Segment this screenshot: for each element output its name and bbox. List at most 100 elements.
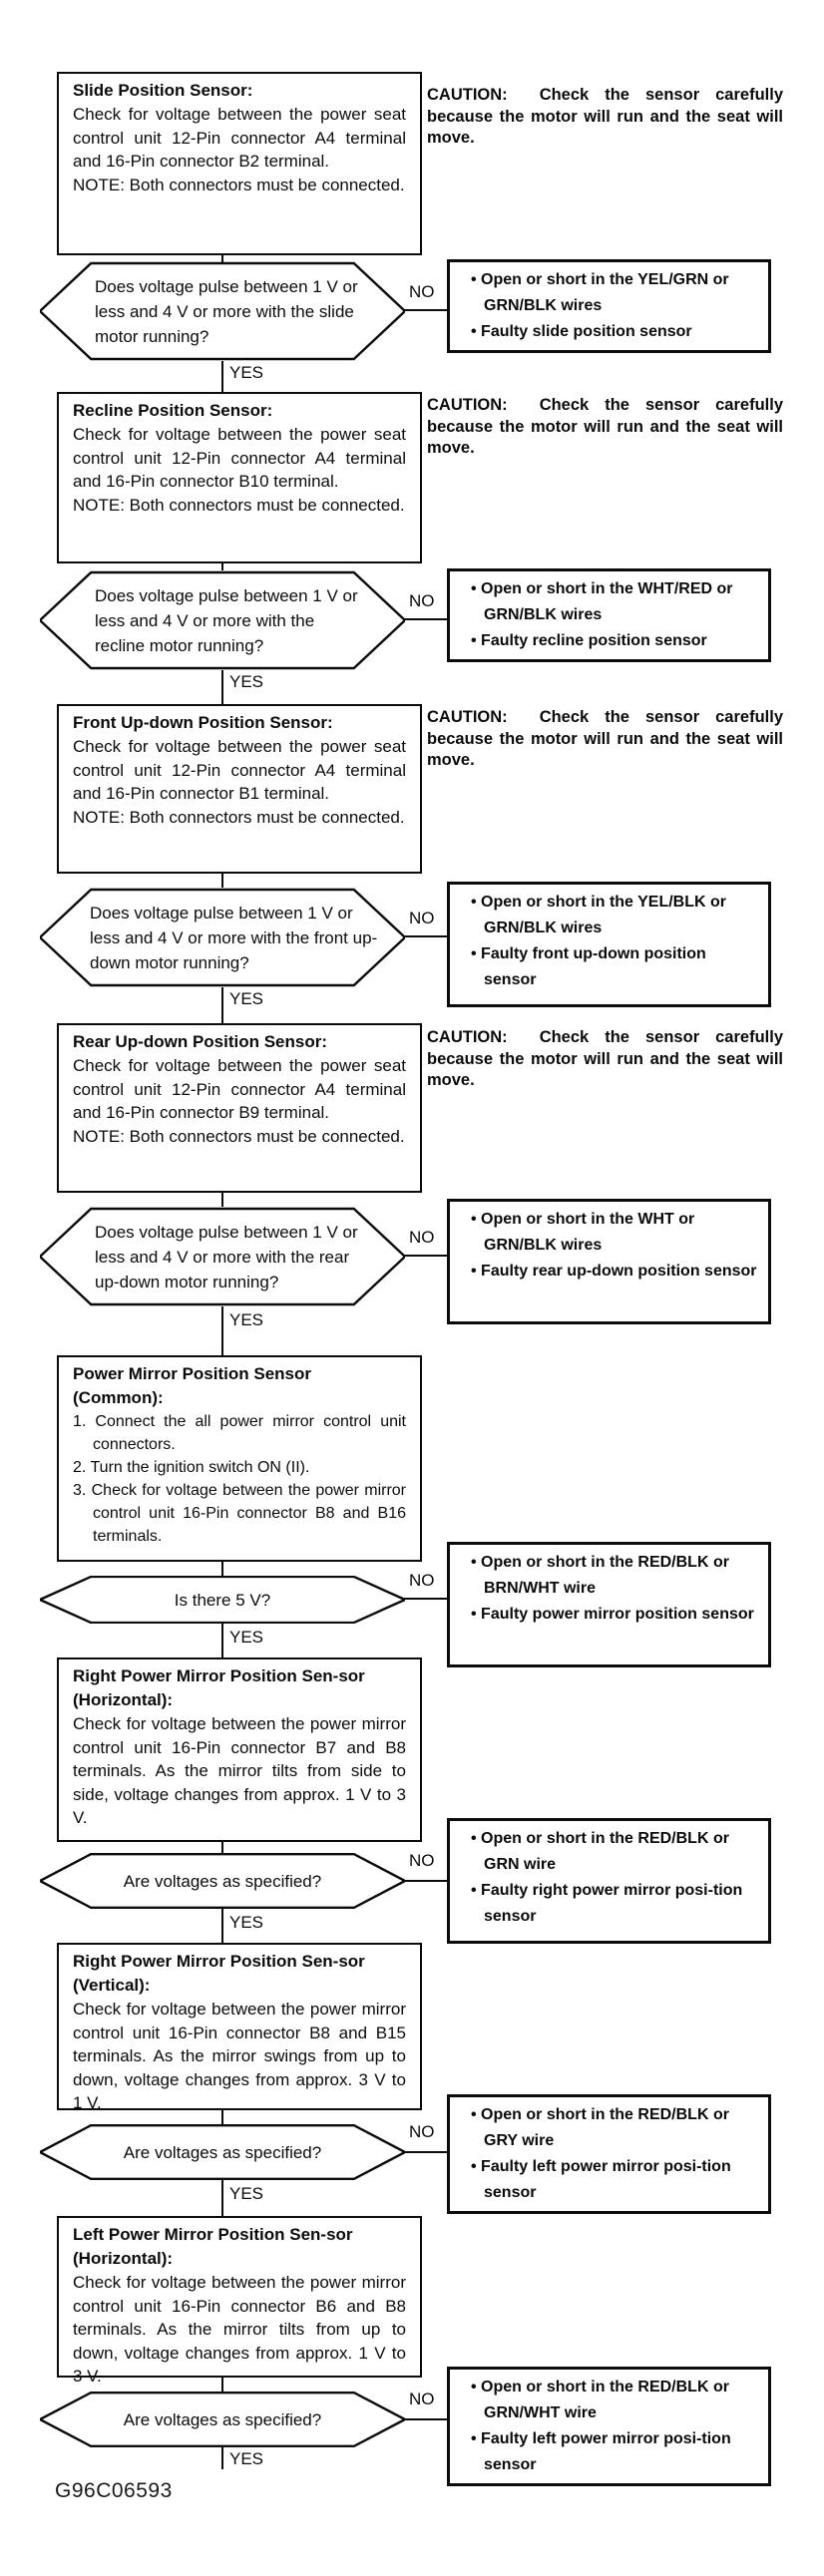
figure-id: G96C06593 <box>55 2479 173 2502</box>
hexagon-outline-icon <box>40 261 405 361</box>
yes-label: YES <box>229 2449 264 2468</box>
caution-note: CAUTION: Check the sensor carefully beca… <box>427 396 783 457</box>
process-box: Right Power Mirror Position Sen-sor (Ver… <box>57 1943 422 2112</box>
result-item: Faulty rear up-down position sensor <box>458 1259 760 1285</box>
connector-line <box>221 2378 223 2392</box>
decision-hexagon: Are voltages as specified? <box>40 2392 405 2447</box>
decision-question: Are voltages as specified? <box>123 1871 322 1891</box>
no-connector-line <box>403 2418 449 2420</box>
yes-label: YES <box>229 1628 264 1647</box>
decision-hexagon: Does voltage pulse between 1 V or less a… <box>40 570 405 670</box>
connector-line <box>221 1193 223 1207</box>
caution-note: CAUTION: Check the sensor carefully beca… <box>427 86 783 147</box>
no-label: NO <box>409 282 435 301</box>
result-item: Faulty left power mirror posi-tion senso… <box>458 2154 760 2206</box>
result-item: Open or short in the YEL/BLK or GRN/BLK … <box>458 890 760 941</box>
no-label: NO <box>409 1228 435 1247</box>
process-box-note: NOTE: Both connectors must be connected. <box>73 807 405 827</box>
decision-hexagon: Are voltages as specified? <box>40 2124 405 2180</box>
process-box-title: Slide Position Sensor: <box>73 81 253 100</box>
connector-line <box>221 255 223 262</box>
process-box-note: NOTE: Both connectors must be connected. <box>73 1126 405 1146</box>
no-connector-line <box>403 1255 449 1257</box>
caution-note: CAUTION: Check the sensor carefully beca… <box>427 708 783 769</box>
process-box-body: Check for voltage between the power mirr… <box>73 2000 406 2112</box>
process-box-title: Power Mirror Position Sensor (Common): <box>73 1364 311 1407</box>
result-item: Faulty slide position sensor <box>458 319 760 345</box>
decision-question: Does voltage pulse between 1 V or less a… <box>95 276 358 346</box>
connector-line <box>221 1909 223 1943</box>
decision-question: Does voltage pulse between 1 V or less a… <box>95 585 358 655</box>
connector-line <box>221 361 223 392</box>
process-box-body: Check for voltage between the power seat… <box>73 737 406 803</box>
result-item: Open or short in the RED/BLK or GRY wire <box>458 2102 760 2154</box>
decision-hexagon: Does voltage pulse between 1 V or less a… <box>40 261 405 361</box>
decision-hexagon: Is there 5 V? <box>40 1576 405 1624</box>
connector-line <box>221 2180 223 2216</box>
no-label: NO <box>409 909 435 927</box>
process-box: Rear Up-down Position Sensor: Check for … <box>57 1023 422 1193</box>
process-box: Slide Position Sensor: Check for voltage… <box>57 72 422 255</box>
process-box: Front Up-down Position Sensor: Check for… <box>57 704 422 874</box>
result-item: Open or short in the WHT or GRN/BLK wire… <box>458 1207 760 1259</box>
result-box: Open or short in the RED/BLK or GRN/WHT … <box>447 2367 771 2486</box>
yes-label: YES <box>229 1913 264 1932</box>
process-box-body: Check for voltage between the power seat… <box>73 1056 406 1122</box>
result-box: Open or short in the RED/BLK or GRN wire… <box>447 1818 771 1944</box>
decision-hexagon: Does voltage pulse between 1 V or less a… <box>40 888 405 987</box>
process-box-step: 2. Turn the ignition switch ON (II). <box>73 1459 310 1476</box>
decision-hexagon: Does voltage pulse between 1 V or less a… <box>40 1207 405 1306</box>
hexagon-outline-icon <box>40 2124 405 2180</box>
result-box: Open or short in the RED/BLK or BRN/WHT … <box>447 1542 771 1667</box>
process-box: Right Power Mirror Position Sen-sor (Hor… <box>57 1657 422 1842</box>
process-box: Left Power Mirror Position Sen-sor (Hori… <box>57 2216 422 2386</box>
no-label: NO <box>409 2122 435 2141</box>
no-label: NO <box>409 1571 435 1590</box>
no-connector-line <box>403 1598 449 1600</box>
process-box-step: 3. Check for voltage between the power m… <box>73 1482 406 1545</box>
result-item: Open or short in the RED/BLK or GRN/WHT … <box>458 2375 760 2426</box>
process-box-title: Recline Position Sensor: <box>73 401 273 420</box>
connector-line <box>221 1562 223 1576</box>
process-box-title: Rear Up-down Position Sensor: <box>73 1032 328 1051</box>
hexagon-outline-icon <box>40 2392 405 2447</box>
result-item: Faulty power mirror position sensor <box>458 1602 760 1628</box>
result-box: Open or short in the WHT/RED or GRN/BLK … <box>447 568 771 662</box>
connector-line <box>221 2447 223 2469</box>
connector-line <box>221 563 223 570</box>
process-box-body: Check for voltage between the power seat… <box>73 425 406 491</box>
process-box-body: Check for voltage between the power mirr… <box>73 2273 406 2386</box>
yes-label: YES <box>229 1310 264 1329</box>
decision-question: Is there 5 V? <box>174 1590 271 1610</box>
result-box: Open or short in the RED/BLK or GRY wire… <box>447 2094 771 2214</box>
decision-question: Does voltage pulse between 1 V or less a… <box>90 903 378 972</box>
no-connector-line <box>403 1880 449 1882</box>
no-label: NO <box>409 2390 435 2408</box>
no-label: NO <box>409 591 435 610</box>
connector-line <box>221 2110 223 2124</box>
connector-line <box>221 1842 223 1853</box>
connector-line <box>221 1306 223 1355</box>
no-connector-line <box>403 935 449 937</box>
result-item: Faulty left power mirror posi-tion senso… <box>458 2426 760 2478</box>
yes-label: YES <box>229 989 264 1008</box>
process-box-note: NOTE: Both connectors must be connected. <box>73 175 405 194</box>
process-box-title: Right Power Mirror Position Sen-sor (Ver… <box>73 1952 365 1995</box>
connector-line <box>221 1624 223 1657</box>
process-box-body: Check for voltage between the power seat… <box>73 105 406 171</box>
result-item: Open or short in the WHT/RED or GRN/BLK … <box>458 576 760 628</box>
result-box: Open or short in the YEL/BLK or GRN/BLK … <box>447 882 771 1007</box>
result-item: Faulty right power mirror posi-tion sens… <box>458 1878 760 1930</box>
result-item: Open or short in the YEL/GRN or GRN/BLK … <box>458 267 760 319</box>
decision-question: Are voltages as specified? <box>123 2142 322 2162</box>
connector-line <box>221 987 223 1023</box>
no-connector-line <box>403 618 449 620</box>
process-box-body: Check for voltage between the power mirr… <box>73 1714 406 1827</box>
hexagon-outline-icon <box>40 1853 405 1909</box>
hexagon-outline-icon <box>40 888 405 987</box>
decision-question: Are voltages as specified? <box>123 2409 322 2429</box>
decision-hexagon: Are voltages as specified? <box>40 1853 405 1909</box>
hexagon-outline-icon <box>40 1576 405 1624</box>
hexagon-outline-icon <box>40 1207 405 1306</box>
process-box-title: Left Power Mirror Position Sen-sor (Hori… <box>73 2225 353 2268</box>
